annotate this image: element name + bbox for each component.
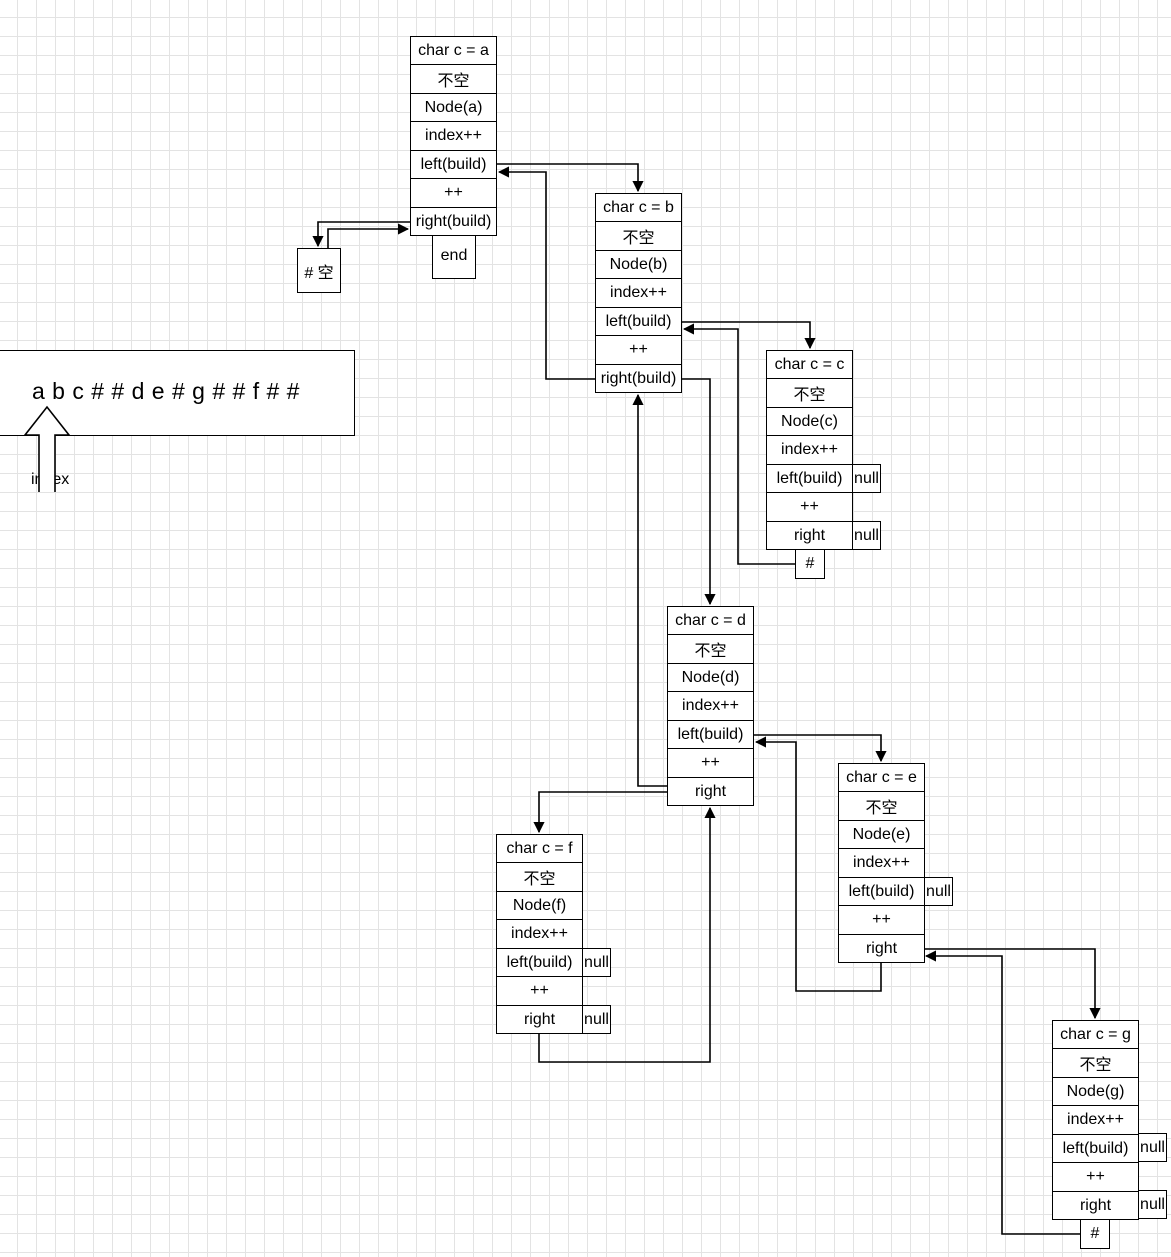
frame-c-row-left: left(build) [766, 464, 853, 493]
frame-e-row-notnull: 不空 [838, 791, 925, 821]
frame-b-row-char: char c = b [595, 193, 682, 222]
frame-a-row-char: char c = a [410, 36, 497, 65]
frame-g-row-char: char c = g [1052, 1020, 1139, 1049]
edge-d-left-to-e [753, 734, 887, 763]
frame-f-row-notnull: 不空 [496, 862, 583, 892]
frame-g-row-index: index++ [1052, 1105, 1139, 1135]
frame-f: char c = f 不空 Node(f) index++ left(build… [496, 834, 583, 1034]
frame-c-right-null: null [852, 521, 881, 550]
frame-e-row-left: left(build) [838, 877, 925, 906]
frame-e-row-char: char c = e [838, 763, 925, 792]
frame-b-row-notnull: 不空 [595, 221, 682, 251]
frame-d-row-node: Node(d) [667, 663, 754, 692]
frame-g-hash-box: # [1080, 1219, 1110, 1249]
frame-g-left-null: null [1138, 1133, 1167, 1162]
frame-c-row-node: Node(c) [766, 407, 853, 436]
frame-g: char c = g 不空 Node(g) index++ left(build… [1052, 1020, 1139, 1220]
edge-d-right-return-b [632, 393, 667, 787]
frame-e-row-index: index++ [838, 848, 925, 878]
frame-a-row-right: right(build) [410, 207, 497, 236]
frame-g-row-notnull: 不空 [1052, 1048, 1139, 1078]
frame-e: char c = e 不空 Node(e) index++ left(build… [838, 763, 925, 963]
frame-b-row-right: right(build) [595, 364, 682, 393]
edge-g-hash-return-e [924, 950, 1080, 1235]
frame-g-row-inc: ++ [1052, 1162, 1139, 1192]
edge-b-left-to-c [682, 321, 816, 350]
frame-e-left-null: null [924, 877, 953, 906]
index-pointer-arrow [23, 405, 71, 492]
frame-d-row-right: right [667, 777, 754, 806]
frame-e-row-right: right [838, 934, 925, 963]
frame-g-row-right: right [1052, 1191, 1139, 1220]
frame-b-row-inc: ++ [595, 335, 682, 365]
edge-hash-return-a [327, 223, 410, 248]
edge-d-right-to-f [533, 791, 667, 834]
frame-c-row-notnull: 不空 [766, 378, 853, 408]
frame-c-left-null: null [852, 464, 881, 493]
hash-empty-box: # 空 [297, 248, 341, 293]
frame-c-row-char: char c = c [766, 350, 853, 379]
frame-b-row-left: left(build) [595, 307, 682, 336]
sequence-text: a b c # # d e # g # # f # # [32, 378, 300, 404]
frame-b-row-index: index++ [595, 278, 682, 308]
frame-f-right-null: null [582, 1005, 611, 1034]
edge-e-right-to-g [924, 948, 1101, 1020]
frame-b-row-node: Node(b) [595, 250, 682, 279]
frame-a-end-box: end [432, 235, 476, 279]
frame-e-row-node: Node(e) [838, 820, 925, 849]
frame-f-row-left: left(build) [496, 948, 583, 977]
edge-a-left-to-b [497, 163, 644, 193]
edge-b-right-return-a [497, 166, 596, 380]
frame-f-row-char: char c = f [496, 834, 583, 863]
frame-c: char c = c 不空 Node(c) index++ left(build… [766, 350, 853, 550]
frame-c-row-index: index++ [766, 435, 853, 465]
frame-d-row-left: left(build) [667, 720, 754, 749]
edge-a-right-to-hash [312, 221, 410, 248]
frame-a-row-index: index++ [410, 121, 497, 151]
frame-d: char c = d 不空 Node(d) index++ left(build… [667, 606, 754, 806]
edge-b-right-to-d [682, 378, 716, 606]
edge-f-right-return-d [538, 806, 716, 1063]
frame-c-hash-box: # [795, 549, 825, 579]
frame-f-row-index: index++ [496, 919, 583, 949]
edge-c-hash-return-b [682, 323, 795, 565]
edge-e-right-return-d [754, 736, 882, 992]
frame-f-left-null: null [582, 948, 611, 977]
frame-d-row-char: char c = d [667, 606, 754, 635]
frame-f-row-node: Node(f) [496, 891, 583, 920]
frame-b: char c = b 不空 Node(b) index++ left(build… [595, 193, 682, 393]
frame-g-right-null: null [1138, 1190, 1167, 1219]
